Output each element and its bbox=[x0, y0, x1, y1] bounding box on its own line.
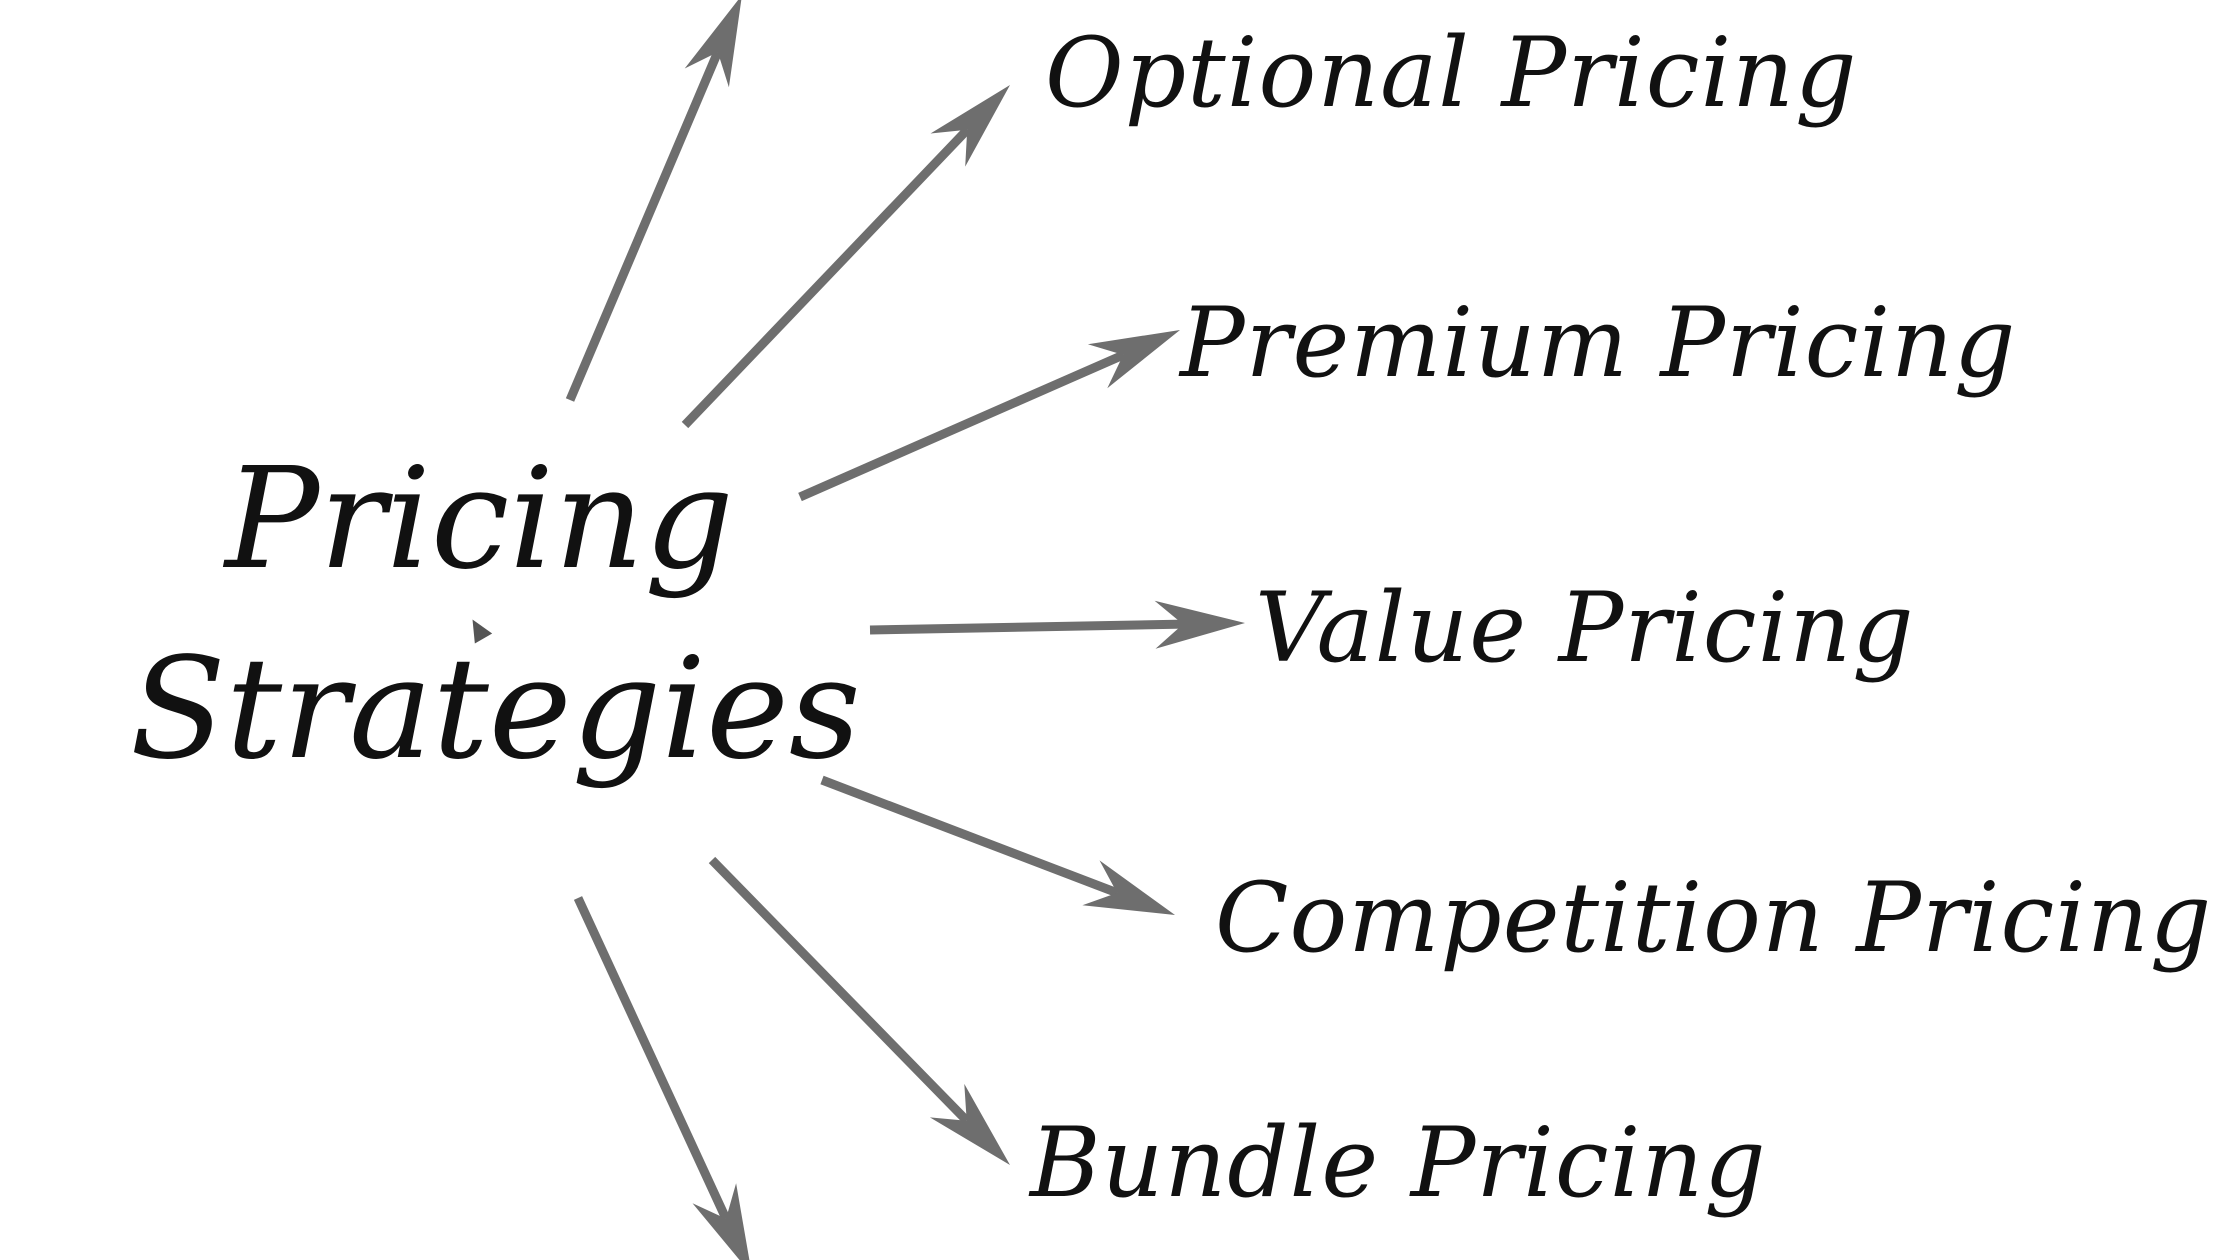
arrow-top-offscreen-shaft bbox=[565, 50, 722, 402]
arrow-value-head bbox=[1154, 600, 1245, 649]
strategy-optional-pricing: Optional Pricing bbox=[1045, 17, 1858, 129]
center-title-line-2: Strategies bbox=[130, 628, 861, 791]
arrow-premium bbox=[798, 330, 1180, 502]
strategy-competition-pricing: Competition Pricing bbox=[1215, 862, 2213, 974]
arrow-value bbox=[869, 600, 1245, 649]
arrow-optional bbox=[681, 85, 1010, 429]
arrow-optional-head bbox=[930, 85, 1010, 167]
strategy-bundle-pricing: Bundle Pricing bbox=[1030, 1107, 1767, 1219]
center-title-line-1: Pricing bbox=[225, 438, 734, 601]
arrow-premium-head bbox=[1087, 330, 1180, 389]
arrow-optional-shaft bbox=[681, 126, 971, 429]
arrow-bottom-offscreen-head bbox=[692, 1183, 750, 1260]
strategy-value-pricing: Value Pricing bbox=[1255, 572, 1915, 684]
arrow-value-shaft bbox=[869, 619, 1184, 635]
arrow-bundle-shaft bbox=[708, 856, 970, 1124]
strategy-premium-pricing: Premium Pricing bbox=[1180, 287, 2017, 399]
arrow-top-offscreen-head bbox=[684, 0, 742, 88]
arrow-bottom-offscreen-shaft bbox=[573, 896, 731, 1221]
arrow-competition bbox=[820, 775, 1175, 915]
arrow-top-offscreen bbox=[565, 0, 742, 402]
arrow-competition-head bbox=[1082, 860, 1175, 915]
arrow-bundle bbox=[708, 856, 1010, 1165]
arrow-bottom-offscreen bbox=[573, 896, 750, 1260]
arrow-bundle-head bbox=[929, 1083, 1010, 1165]
arrow-competition-shaft bbox=[820, 775, 1119, 898]
arrow-premium-shaft bbox=[798, 350, 1126, 502]
